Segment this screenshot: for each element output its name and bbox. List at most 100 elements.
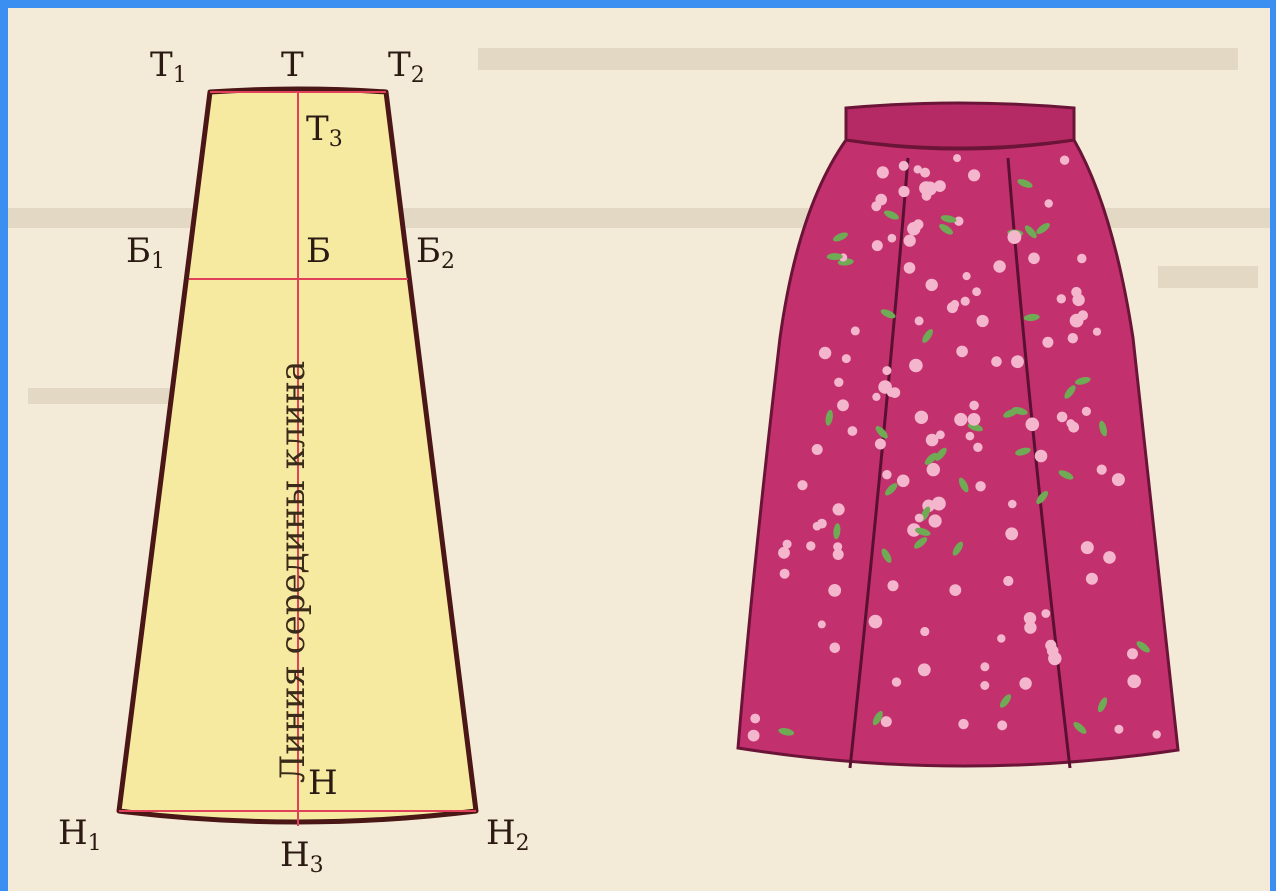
flower-dot <box>880 716 892 728</box>
flower-dot <box>1056 411 1068 423</box>
leaf-mark <box>1036 223 1050 234</box>
flower-dot <box>980 662 990 672</box>
point-label-h3: Н3 <box>280 835 324 878</box>
flower-dot <box>950 299 960 309</box>
flower-dot <box>967 413 981 426</box>
flower-dot <box>828 584 842 597</box>
flower-dot <box>1085 572 1098 585</box>
flower-dot <box>876 166 889 179</box>
flower-dot <box>806 541 816 551</box>
flower-dot <box>960 296 970 306</box>
flower-dot <box>962 272 971 281</box>
flower-dot <box>898 185 910 198</box>
flower-dot <box>1042 336 1054 348</box>
center-line-label: Линия середины клина <box>273 360 313 783</box>
skirt-body <box>736 138 1180 768</box>
point-label-t3: Т3 <box>306 109 343 152</box>
flower-dot <box>811 444 823 455</box>
flower-dot <box>868 614 883 629</box>
flower-dot <box>1127 674 1141 689</box>
flower-dot <box>975 481 986 492</box>
flower-dot <box>834 377 844 387</box>
leaf-mark <box>935 447 947 461</box>
flower-dot <box>914 513 924 523</box>
illustration-frame: Т1 Т Т2 Т3 Б1 Б Б2 Н Н1 Н3 Н2 Линия сере… <box>8 8 1270 891</box>
flower-dot <box>956 345 968 358</box>
flower-dot <box>925 278 938 292</box>
flower-dot <box>872 392 881 401</box>
flower-dot <box>1011 355 1024 369</box>
flower-dot <box>909 358 923 373</box>
flower-dot <box>997 720 1008 731</box>
flower-dot <box>747 729 760 742</box>
flower-dot <box>972 287 981 297</box>
flower-dot <box>896 474 910 488</box>
flower-dot <box>997 634 1006 643</box>
flower-dot <box>887 580 899 592</box>
flower-dot <box>1084 541 1093 551</box>
flower-dot <box>907 523 921 537</box>
flower-dot <box>1041 609 1051 618</box>
leaf-mark <box>1074 376 1091 385</box>
leaf-mark <box>914 537 928 549</box>
flower-dot <box>841 354 851 364</box>
flower-dot <box>1025 417 1040 432</box>
flower-dot <box>1066 419 1075 428</box>
leaf-mark <box>883 210 899 220</box>
flower-dot <box>1034 449 1048 463</box>
point-label-b: Б <box>306 231 331 271</box>
flower-dot <box>913 165 922 174</box>
point-label-b1: Б1 <box>126 231 165 274</box>
leaf-mark <box>1097 697 1108 713</box>
leaf-mark <box>922 328 933 343</box>
flower-dot <box>1077 253 1087 264</box>
flower-dot <box>817 518 827 529</box>
flower-dot <box>976 314 989 328</box>
flower-dot <box>1005 527 1019 541</box>
leaf-mark <box>881 548 892 563</box>
flower-dot <box>1059 155 1070 165</box>
leaf-mark <box>1024 225 1037 239</box>
floral-print <box>747 154 1161 742</box>
flower-dot <box>931 496 946 511</box>
leaf-mark <box>924 452 938 465</box>
flower-dot <box>1056 294 1067 304</box>
point-label-h1: Н1 <box>58 813 102 856</box>
flower-dot <box>973 442 983 452</box>
flower-dot <box>1103 551 1116 564</box>
flower-dot <box>882 366 892 376</box>
flower-dot <box>898 160 909 171</box>
flower-dot <box>887 233 897 243</box>
leaf-mark <box>1015 447 1031 456</box>
leaf-mark <box>825 409 833 426</box>
leaf-mark <box>940 215 957 223</box>
point-label-h: Н <box>308 763 338 803</box>
leaf-mark <box>1064 385 1076 399</box>
flower-dot <box>993 260 1006 273</box>
leaf-mark <box>875 426 888 439</box>
flower-dot <box>818 346 832 360</box>
flower-dot <box>779 568 790 579</box>
flower-dot <box>847 426 858 436</box>
flower-dot <box>837 399 849 412</box>
flower-dot <box>1046 645 1059 657</box>
flower-dot <box>980 681 990 690</box>
flower-dot <box>875 193 887 206</box>
leaf-mark <box>1023 313 1040 322</box>
flower-dot <box>778 546 790 559</box>
flower-dot <box>832 549 844 560</box>
flower-dot <box>782 539 792 549</box>
flower-dot <box>829 642 841 654</box>
flower-dot <box>850 326 860 336</box>
flower-dot <box>919 181 933 196</box>
flower-dot <box>1067 333 1079 344</box>
point-label-h2: Н2 <box>486 813 530 856</box>
flower-dot <box>1028 252 1040 265</box>
flower-dot <box>958 718 969 730</box>
flower-dot <box>917 663 931 677</box>
point-label-b2: Б2 <box>416 231 455 274</box>
point-label-t: Т <box>281 45 304 85</box>
leaf-mark <box>1017 179 1033 188</box>
flower-dot <box>949 584 962 596</box>
flower-dot <box>954 412 968 427</box>
